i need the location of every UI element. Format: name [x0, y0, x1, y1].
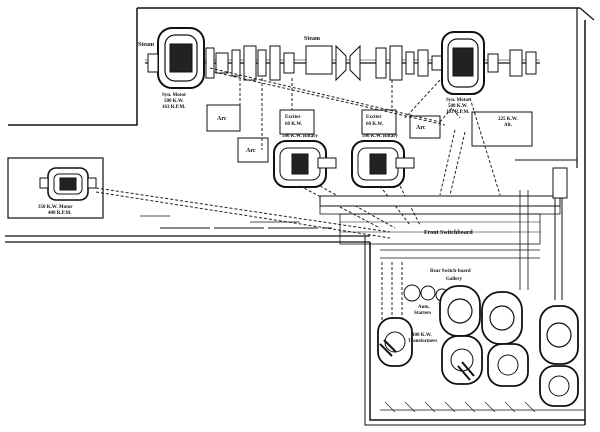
alternator-box: [471, 111, 533, 147]
syn-motor-right-line2: 500 K.W.: [448, 104, 468, 109]
switchboard-area: Front Switchboard Rear Switch-board Gall…: [319, 167, 568, 330]
arc-box-1: [206, 104, 241, 132]
motor-400-line2: 400 R.P.M.: [48, 211, 72, 216]
cable-runs: [95, 67, 501, 239]
arc-label-1: Arc: [217, 116, 227, 122]
upper-labels: Steam Steam Syn. Motor 500 K.W. 163 R.P.…: [138, 36, 471, 115]
rotary-2-label: 500 K.W. Rotary: [362, 134, 398, 139]
syn-motor-left-line2: 500 K.W.: [164, 99, 184, 104]
exciter-2-line2: 60 K.W.: [366, 122, 384, 127]
front-switchboard-label: Front Switchboard: [424, 230, 473, 236]
steam-label-left: Steam: [138, 42, 154, 48]
rear-switchboard-line1: Rear Switch-board: [430, 269, 471, 274]
rotary-1: [273, 140, 337, 188]
exciter-1-line2: 60 K.W.: [285, 122, 303, 127]
auto-starters-line1: Auto.: [418, 305, 431, 310]
syn-motor-left: [147, 27, 205, 89]
syn-motor-left-line3: 163 R.P.M.: [162, 105, 186, 110]
alternator: 225 K.W. Alt.: [471, 111, 533, 147]
alt-line1: 225 K.W.: [498, 117, 518, 122]
motor-400-room: 350 K.W. Motor 400 R.P.M.: [7, 157, 104, 219]
upper-shaft-line: [145, 27, 540, 95]
exciter-box-2: [361, 109, 397, 135]
starters-transformers: Auto. Starters 100 K.W. Transformers: [377, 284, 584, 413]
arc-label-2: Arc: [246, 148, 256, 154]
exciter-box-1: [279, 109, 315, 135]
syn-motor-right: [441, 31, 485, 95]
arc-label-3: Arc: [416, 125, 426, 131]
syn-motor-right-line1: Syn. Motor: [446, 98, 471, 103]
transformers-line2: Transformers: [408, 339, 437, 344]
building-walls: [5, 7, 595, 426]
syn-motor-left-line1: Syn. Motor: [162, 93, 187, 98]
exciter-2-line1: Exciter: [366, 115, 382, 120]
auto-starters-line2: Starters: [414, 311, 431, 316]
transformers-line1: 100 K.W.: [412, 333, 432, 338]
shaft-right-end: [487, 49, 537, 77]
arc-box-3: [409, 115, 441, 139]
exciter-1-line1: Exciter: [285, 115, 301, 120]
rotary-1-label: 500 K.W. Rotary: [282, 134, 318, 139]
motor-400-line1: 350 K.W. Motor: [38, 205, 73, 210]
rear-switchboard-line2: Gallery: [446, 277, 463, 282]
arc-machines: Arc Arc Arc: [206, 104, 441, 163]
alt-line2: Alt.: [504, 123, 513, 128]
arc-box-2: [237, 137, 269, 163]
rotary-2: [351, 140, 415, 188]
exciters: Exciter 60 K.W. Exciter 60 K.W.: [279, 109, 397, 135]
shaft-couplings: [205, 44, 443, 82]
rotary-converters: 500 K.W. Rotary 500 K.W. Rotary: [273, 134, 415, 188]
syn-motor-right-line3: 163 R.P.M.: [446, 110, 470, 115]
steam-label-top: Steam: [304, 36, 320, 42]
